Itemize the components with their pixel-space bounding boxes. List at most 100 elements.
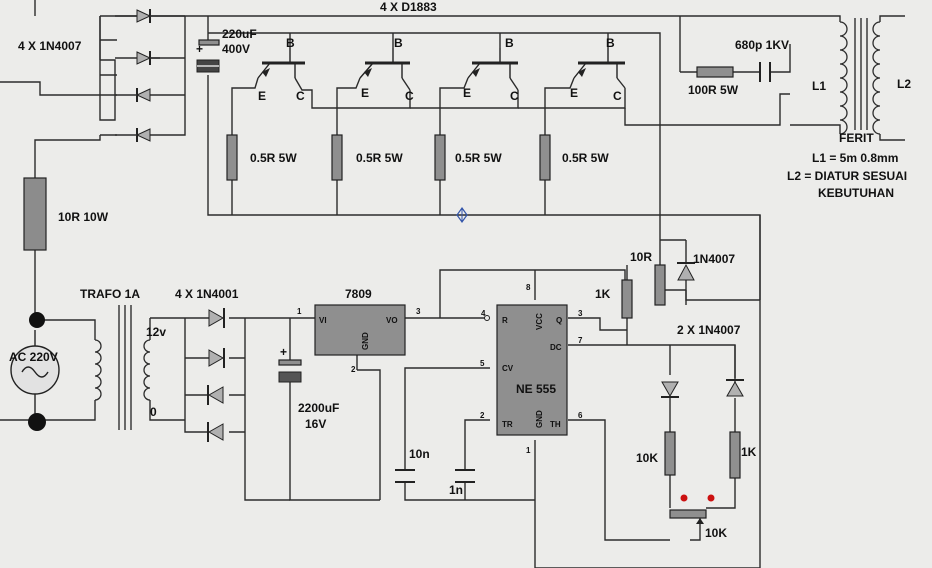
diode-d2 xyxy=(136,51,152,65)
timer-ne555: NE 555 R CV TR Q DC TH VCC GND 4 5 2 3 7… xyxy=(480,283,583,455)
cap-main-value: 220uF xyxy=(222,27,257,41)
junction-marker xyxy=(456,206,468,224)
bridge-main-label: 4 X 1N4007 xyxy=(18,39,82,53)
diode-d8 xyxy=(207,422,224,442)
l2-label: L2 xyxy=(897,77,911,91)
res-10k-label: 10K xyxy=(636,451,658,465)
pin-label-r: R xyxy=(502,316,508,325)
capacitor-220uf: + 220uF 400V xyxy=(196,27,257,73)
pin-label-cv: CV xyxy=(502,364,514,373)
bridge-rectifier-low: 4 X 1N4001 xyxy=(175,287,239,442)
cap-main-voltage: 400V xyxy=(222,42,250,56)
pin-label-gnd: GND xyxy=(535,410,544,428)
ac-input-label: AC 220V xyxy=(9,350,58,364)
pin-num-6: 6 xyxy=(578,411,583,420)
pot-node-left xyxy=(680,494,688,502)
regulator-pin2: 2 xyxy=(351,365,356,374)
timer-label: NE 555 xyxy=(516,382,556,396)
l1-spec: L1 = 5m 0.8mm xyxy=(812,151,898,165)
emitter-resistor-3: 0.5R 5W xyxy=(434,134,502,181)
l2-spec-line2: KEBUTUHAN xyxy=(818,186,894,200)
q1-base-label: B xyxy=(286,36,295,50)
snubber-res-label: 100R 5W xyxy=(688,83,739,97)
capacitor-1n: 1n xyxy=(449,469,475,497)
emitter-resistor-1: 0.5R 5W xyxy=(226,134,297,181)
inrush-resistor-10r: 10R 10W xyxy=(23,177,109,251)
pin-num-2: 2 xyxy=(480,411,485,420)
filter-cap-plus: + xyxy=(280,345,287,359)
q3-emitter-label: E xyxy=(463,86,471,100)
capacitor-10n: 10n xyxy=(395,447,430,483)
timing-diodes: 2 X 1N4007 xyxy=(661,323,744,398)
diode-timing-left xyxy=(661,381,679,398)
ferrite-transformer: L1 L2 FERIT L1 = 5m 0.8mm L2 = DIATUR SE… xyxy=(787,15,911,200)
snubber-resistor: 100R 5W xyxy=(688,66,739,97)
diode-timing-right xyxy=(726,379,744,397)
filter-cap-value: 2200uF xyxy=(298,401,339,415)
ac-source: AC 220V xyxy=(9,312,60,431)
pin-num-8: 8 xyxy=(526,283,531,292)
resistor-10r: 10R xyxy=(630,250,666,306)
bridge-rectifier-main: 4 X 1N4007 xyxy=(18,9,185,142)
q3-base-label: B xyxy=(505,36,514,50)
q4-emitter-label: E xyxy=(570,86,578,100)
l1-label: L1 xyxy=(812,79,826,93)
q3-collector-label: C xyxy=(510,89,519,103)
diode-gate-label: 1N4007 xyxy=(693,252,735,266)
pin-num-4: 4 xyxy=(481,309,486,318)
cap-main-plus: + xyxy=(196,42,203,56)
bridge-low-label: 4 X 1N4001 xyxy=(175,287,239,301)
emitter-resistor-2: 0.5R 5W xyxy=(331,134,403,181)
diode-gate-1n4007: 1N4007 xyxy=(677,252,735,281)
cap-1n-label: 1n xyxy=(449,483,463,497)
pin-num-1: 1 xyxy=(526,446,531,455)
q1-emitter-label: E xyxy=(258,89,266,103)
transistor-q1: B E C xyxy=(257,36,305,103)
emitter-res-2-label: 0.5R 5W xyxy=(356,151,403,165)
snubber-cap-label: 680p 1KV xyxy=(735,38,789,52)
pin-label-q: Q xyxy=(556,316,562,325)
pin-label-dc: DC xyxy=(550,343,562,352)
secondary-0: 0 xyxy=(150,405,157,419)
emitter-resistor-4: 0.5R 5W xyxy=(539,134,609,181)
transistors-label: 4 X D1883 xyxy=(380,0,437,14)
regulator-pin1: 1 xyxy=(297,307,302,316)
transformer-label: TRAFO 1A xyxy=(80,287,140,301)
diode-d3 xyxy=(135,88,151,102)
regulator-gnd: GND xyxy=(361,332,370,350)
stepdown-transformer: TRAFO 1A 12v 0 xyxy=(80,287,166,430)
emitter-res-3-label: 0.5R 5W xyxy=(455,151,502,165)
diode-d7 xyxy=(207,385,224,405)
transistor-q2: B E C xyxy=(359,36,414,103)
q2-collector-label: C xyxy=(405,89,414,103)
q4-base-label: B xyxy=(606,36,615,50)
q4-collector-label: C xyxy=(613,89,622,103)
resistor-10k: 10K xyxy=(636,431,676,476)
diode-d1 xyxy=(136,9,152,23)
ac-terminal-bottom xyxy=(28,413,46,431)
ac-terminal-top xyxy=(29,312,45,328)
res-10r-label: 10R xyxy=(630,250,652,264)
resistor-1k-right: 1K xyxy=(729,431,757,479)
pin-label-th: TH xyxy=(550,420,561,429)
l2-spec-line1: L2 = DIATUR SESUAI xyxy=(787,169,907,183)
timing-diodes-label: 2 X 1N4007 xyxy=(677,323,741,337)
pin-num-7: 7 xyxy=(578,336,583,345)
regulator-vo: VO xyxy=(386,316,398,325)
emitter-res-1-label: 0.5R 5W xyxy=(250,151,297,165)
res-1k-top-label: 1K xyxy=(595,287,611,301)
pin-num-3: 3 xyxy=(578,309,583,318)
inrush-res-label: 10R 10W xyxy=(58,210,109,224)
resistor-1k-top: 1K xyxy=(595,279,633,319)
pot-node-right xyxy=(707,494,715,502)
capacitor-2200uf: + 2200uF 16V xyxy=(278,345,339,431)
regulator-7809: 7809 VI VO GND 1 3 2 xyxy=(297,287,421,374)
q1-collector-label: C xyxy=(296,89,305,103)
regulator-label: 7809 xyxy=(345,287,372,301)
transistor-q3: B E C xyxy=(463,36,519,103)
q2-base-label: B xyxy=(394,36,403,50)
diode-d6 xyxy=(208,348,225,368)
potentiometer-10k: 10K xyxy=(669,494,727,540)
q2-emitter-label: E xyxy=(361,86,369,100)
